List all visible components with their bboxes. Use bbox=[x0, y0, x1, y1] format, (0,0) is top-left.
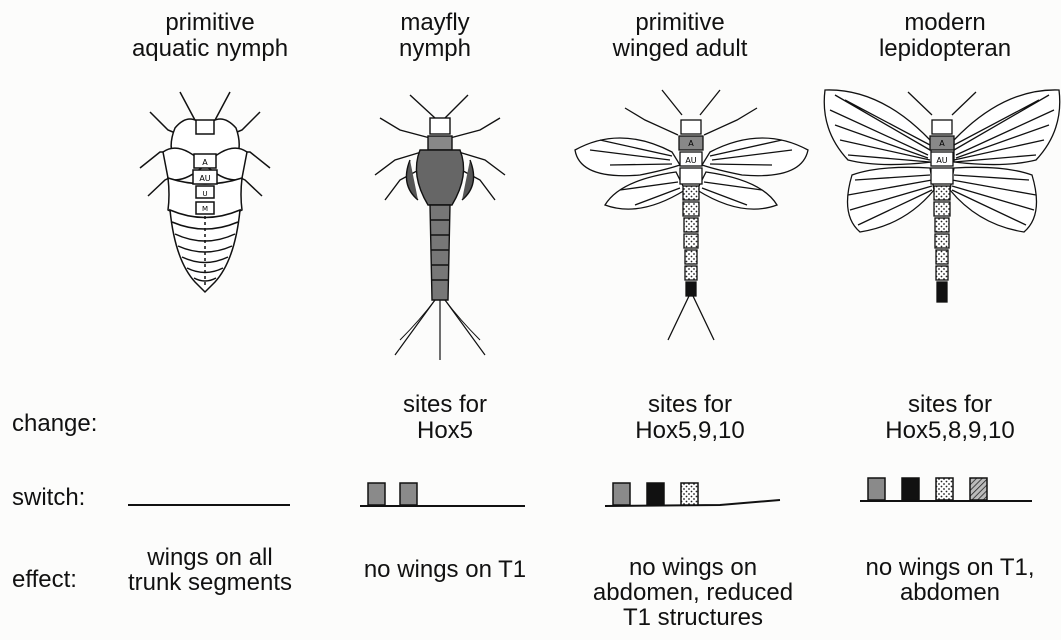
segment-label-m: M bbox=[202, 205, 208, 213]
switch-box-gray bbox=[400, 483, 417, 505]
effect-line: T1 structures bbox=[573, 605, 813, 630]
change-text-winged-adult: sites for Hox5,9,10 bbox=[580, 392, 800, 444]
switch-box-black bbox=[902, 478, 919, 500]
segment-label-a: A bbox=[202, 158, 208, 167]
segment-label-a: A bbox=[688, 139, 694, 148]
insect-illustrations: A AU U M bbox=[0, 0, 1061, 380]
switch-box-gray bbox=[368, 483, 385, 505]
lepidopteran-illustration bbox=[824, 90, 1060, 302]
change-line: Hox5,9,10 bbox=[580, 418, 800, 444]
switch-box-dotted bbox=[936, 478, 953, 500]
switch-box-dotted bbox=[681, 483, 698, 505]
switch-box-black bbox=[647, 483, 664, 505]
effect-line: no wings on T1, bbox=[830, 555, 1061, 580]
effect-line: wings on all bbox=[90, 545, 330, 570]
switch-box-gray bbox=[868, 478, 885, 500]
effect-text-winged-adult: no wings on abdomen, reduced T1 structur… bbox=[573, 555, 813, 630]
effect-text-aquatic-nymph: wings on all trunk segments bbox=[90, 545, 330, 595]
change-text-lepidopteran: sites for Hox5,8,9,10 bbox=[840, 392, 1060, 444]
switch-diagrams bbox=[0, 470, 1061, 510]
change-line: Hox5 bbox=[335, 418, 555, 444]
switch-box-hatched bbox=[970, 478, 987, 500]
segment-label-au: AU bbox=[685, 156, 696, 165]
effect-text-mayfly: no wings on T1 bbox=[325, 557, 565, 582]
effect-text-lepidopteran: no wings on T1, abdomen bbox=[830, 555, 1061, 605]
row-label-effect: effect: bbox=[12, 566, 77, 594]
mayfly-nymph-illustration bbox=[375, 95, 505, 360]
change-line: Hox5,8,9,10 bbox=[840, 418, 1060, 444]
effect-line: abdomen bbox=[830, 580, 1061, 605]
change-line: sites for bbox=[580, 392, 800, 418]
change-line: sites for bbox=[335, 392, 555, 418]
effect-line: no wings on bbox=[573, 555, 813, 580]
winged-adult-illustration bbox=[575, 90, 808, 340]
change-text-mayfly: sites for Hox5 bbox=[335, 392, 555, 444]
switch-box-gray bbox=[613, 483, 630, 505]
row-label-change: change: bbox=[12, 410, 97, 438]
effect-line: trunk segments bbox=[90, 570, 330, 595]
effect-line: abdomen, reduced bbox=[573, 580, 813, 605]
segment-label-a: A bbox=[939, 139, 945, 148]
segment-label-au: AU bbox=[199, 174, 210, 183]
segment-label-u: U bbox=[202, 190, 207, 198]
change-line: sites for bbox=[840, 392, 1060, 418]
segment-label-au: AU bbox=[936, 156, 947, 165]
effect-line: no wings on T1 bbox=[325, 557, 565, 582]
